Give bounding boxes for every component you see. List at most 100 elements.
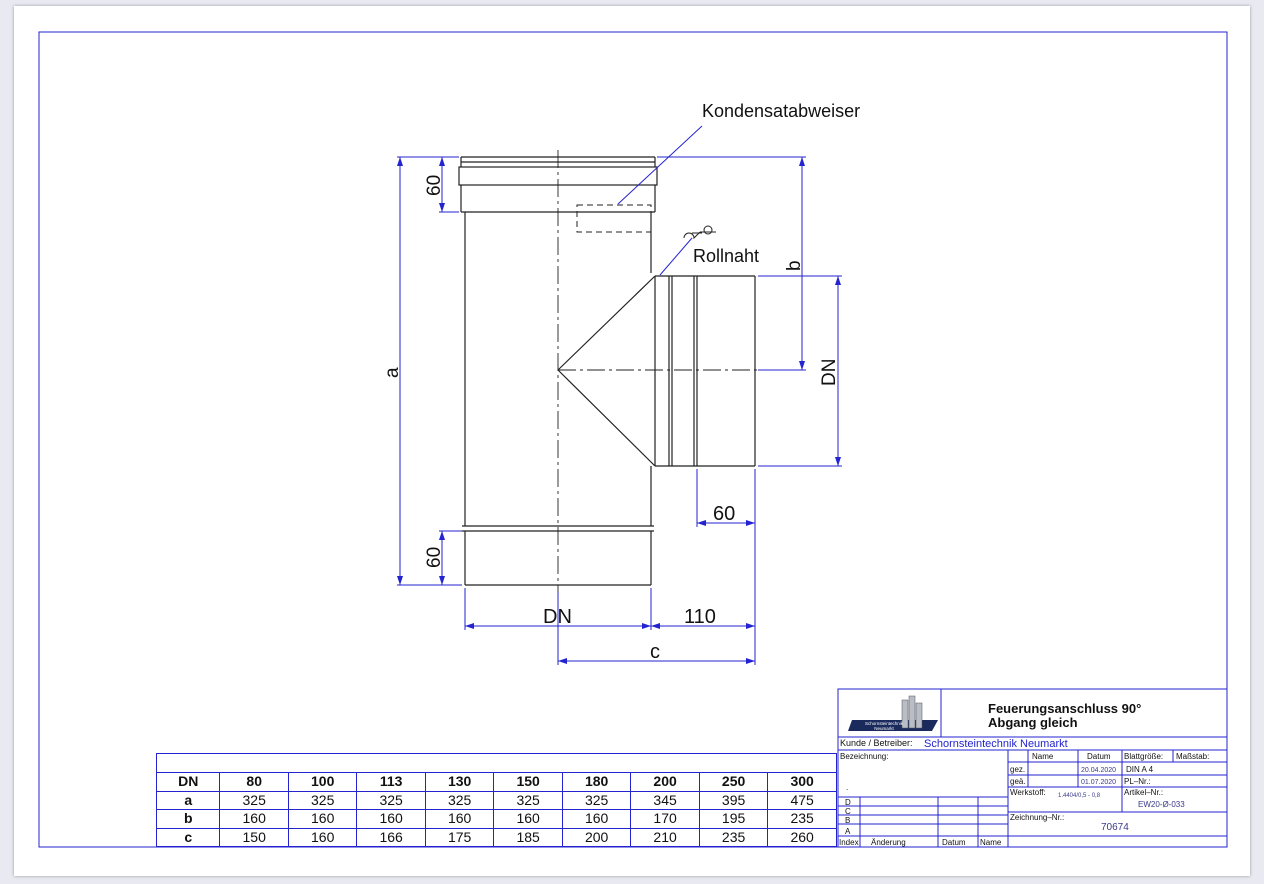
row-label: c <box>155 827 221 847</box>
rev-a: A <box>845 827 851 836</box>
condensate-deflector <box>576 204 652 233</box>
table-cell: 160 <box>287 809 358 829</box>
table-cell: 235 <box>767 809 837 829</box>
table-cell: 185 <box>493 827 563 847</box>
dim-b: b <box>784 260 805 271</box>
branch-pipe <box>557 275 756 467</box>
drawing-sheet <box>14 6 1250 876</box>
dim-60-top: 60 <box>424 175 445 196</box>
table-cell: 210 <box>630 827 700 847</box>
dimension-lines <box>397 156 842 665</box>
dim-dn-horizontal: DN <box>543 606 572 628</box>
table-header-cell: 113 <box>356 772 426 792</box>
artikel-value: EW20-Ø-033 <box>1138 800 1185 809</box>
dim-c: c <box>650 641 660 663</box>
datum-label: Datum <box>942 838 966 847</box>
row-label: a <box>155 790 221 810</box>
col-datum: Datum <box>1087 752 1111 761</box>
col-name: Name <box>1032 752 1054 761</box>
table-header-cell: 150 <box>493 772 563 792</box>
dim-a: a <box>382 367 403 378</box>
table-cell: 200 <box>561 827 632 847</box>
table-cell: 160 <box>493 809 563 829</box>
label-kondensatabweiser: Kondensatabweiser <box>702 101 860 121</box>
rev-b: B <box>845 816 850 825</box>
table-cell: 325 <box>424 790 495 810</box>
gez-date: 20.04.2020 <box>1081 767 1116 774</box>
dimension-table: DN 80 100 113 130 150 180 200 250 300 a … <box>155 753 837 847</box>
table-cell: 160 <box>219 809 289 829</box>
table-cell: 170 <box>630 809 700 829</box>
dim-60-bottom: 60 <box>424 547 445 568</box>
table-header-cell: 200 <box>630 772 700 792</box>
pl-label: PL–Nr.: <box>1124 777 1151 786</box>
logo-text-2: Neumarkt <box>874 726 894 731</box>
dim-110: 110 <box>684 606 716 628</box>
bezeichnung-dot: . <box>846 783 848 792</box>
table-header-cell: 250 <box>698 772 769 792</box>
table-header-cell: 80 <box>219 772 289 792</box>
title-block <box>837 688 1228 848</box>
rev-d: D <box>845 798 851 807</box>
dim-60-branch: 60 <box>713 503 735 525</box>
blattgroesse-label: Blattgröße: <box>1124 752 1163 761</box>
label-rollnaht: Rollnaht <box>693 246 759 266</box>
table-blank-row <box>156 753 837 773</box>
table-cell: 160 <box>561 809 632 829</box>
table-cell: 150 <box>219 827 289 847</box>
dimension-arrows <box>397 157 841 664</box>
title-line-1: Feuerungsanschluss 90° <box>988 701 1141 716</box>
table-header-cell: 180 <box>561 772 632 792</box>
kunde-value: Schornsteintechnik Neumarkt <box>924 738 1068 750</box>
rev-c: C <box>845 807 851 816</box>
drawing-frame <box>38 31 1228 848</box>
table-cell: 195 <box>698 809 769 829</box>
row-label: b <box>155 809 221 829</box>
table-header-cell: 130 <box>424 772 495 792</box>
table-header-cell: DN <box>155 772 221 792</box>
table-cell: 395 <box>698 790 769 810</box>
table-cell: 160 <box>424 809 495 829</box>
index-label: Index <box>839 838 859 847</box>
company-logo: Schornsteintechnik Neumarkt <box>848 695 938 731</box>
zeichnung-value: 70674 <box>1101 822 1129 833</box>
werkstoff-value: 1.4404/0,5 - 0,8 <box>1058 793 1101 799</box>
blatt-value: DIN A 4 <box>1126 765 1154 774</box>
dim-dn-vertical: DN <box>819 359 840 386</box>
table-cell: 325 <box>493 790 563 810</box>
table-header-cell: 100 <box>287 772 358 792</box>
table-cell: 175 <box>424 827 495 847</box>
table-cell: 160 <box>356 809 426 829</box>
table-cell: 325 <box>561 790 632 810</box>
table-row-c: c 150 160 166 175 185 200 210 235 260 <box>155 827 837 847</box>
artikel-label: Artikel–Nr.: <box>1124 788 1163 797</box>
table-cell: 345 <box>630 790 700 810</box>
werkstoff-label: Werkstoff: <box>1010 788 1046 797</box>
kunde-label: Kunde / Betreiber: <box>840 738 913 748</box>
logo-text-1: Schornsteintechnik <box>865 721 904 726</box>
table-cell: 260 <box>767 827 837 847</box>
table-cell: 235 <box>698 827 769 847</box>
massstab-label: Maßstab: <box>1176 752 1209 761</box>
table-cell: 160 <box>287 827 358 847</box>
table-cell: 166 <box>356 827 426 847</box>
table-cell: 325 <box>287 790 358 810</box>
gez-label: gez. <box>1010 765 1025 774</box>
table-header-cell: 300 <box>767 772 837 792</box>
table-row-b: b 160 160 160 160 160 160 170 195 235 <box>155 809 837 829</box>
table-header-row: DN 80 100 113 130 150 180 200 250 300 <box>155 772 837 792</box>
aenderung-label: Änderung <box>871 838 906 847</box>
table-cell: 475 <box>767 790 837 810</box>
rollnaht-leader <box>659 237 693 276</box>
table-row-a: a 325 325 325 325 325 325 345 395 475 <box>155 790 837 810</box>
weld-symbol <box>683 231 702 240</box>
bezeichnung-label: Bezeichnung: <box>840 752 888 761</box>
name-label: Name <box>980 838 1002 847</box>
title-line-2: Abgang gleich <box>988 715 1078 730</box>
zeichnung-label: Zeichnung–Nr.: <box>1010 813 1064 822</box>
gepr-date: 01.07.2020 <box>1081 779 1116 786</box>
table-cell: 325 <box>219 790 289 810</box>
kondensat-leader <box>617 125 703 205</box>
gepr-label: geä. <box>1010 777 1026 786</box>
